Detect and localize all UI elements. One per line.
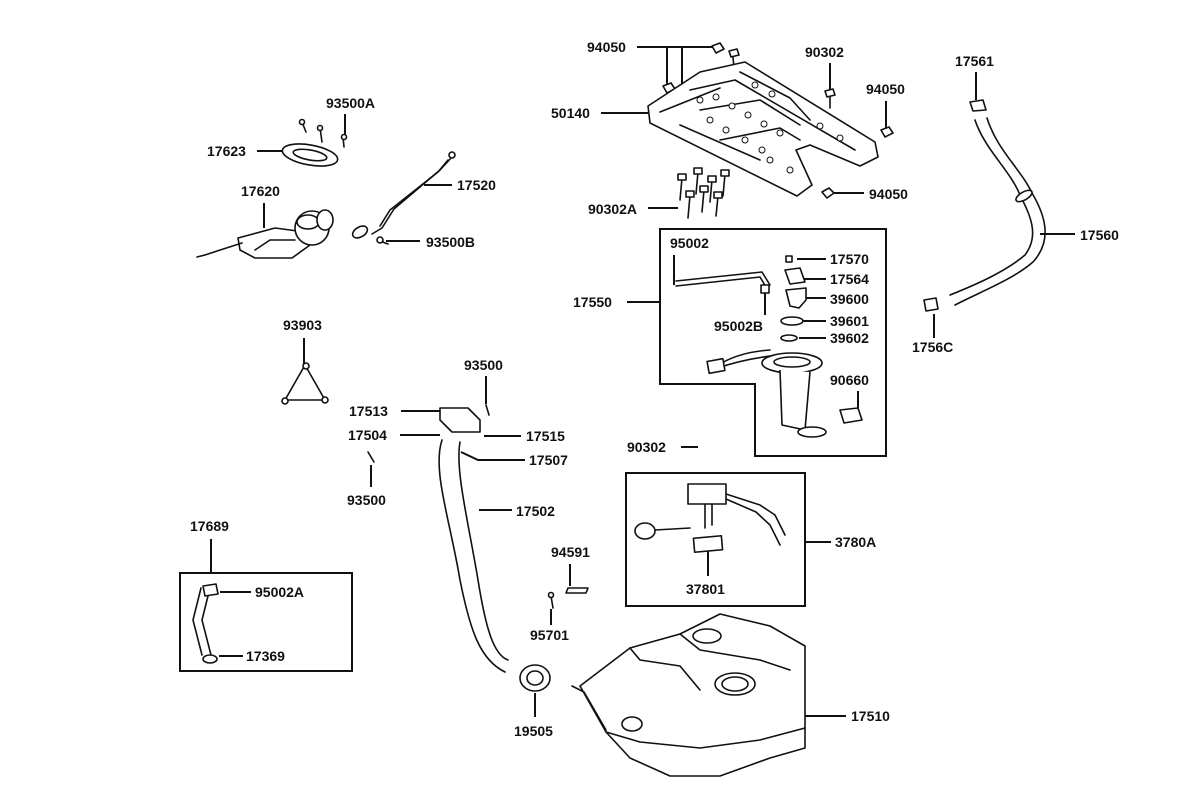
clamp-95002B	[760, 284, 770, 294]
label-95002B: 95002B	[714, 318, 763, 334]
label-17513: 17513	[349, 403, 388, 419]
cable-17520	[351, 151, 456, 239]
bolt-90302-top	[824, 88, 836, 109]
label-90302-top: 90302	[805, 44, 844, 60]
label-37801: 37801	[686, 581, 725, 597]
label-93500B: 93500B	[426, 234, 475, 250]
label-95002A: 95002A	[255, 584, 304, 600]
label-1756C: 1756C	[912, 339, 953, 355]
fuel-level-sensor-frame-3780A	[625, 472, 806, 607]
label-17369: 17369	[246, 648, 285, 664]
label-17689: 17689	[190, 518, 229, 534]
breather-hose-17560	[949, 117, 1046, 306]
label-94050-lower: 94050	[869, 186, 908, 202]
label-17502: 17502	[516, 503, 555, 519]
label-90302-mid: 90302	[627, 439, 666, 455]
fuel-level-sensor	[634, 483, 786, 553]
label-17623: 17623	[207, 143, 246, 159]
label-17520: 17520	[457, 177, 496, 193]
label-93500A: 93500A	[326, 95, 375, 111]
leader-lines	[210, 46, 1075, 717]
label-17560: 17560	[1080, 227, 1119, 243]
label-94050-top: 94050	[587, 39, 626, 55]
fuel-pump-body	[706, 349, 827, 438]
label-90660: 90660	[830, 372, 869, 388]
label-17550: 17550	[573, 294, 612, 310]
label-19505: 19505	[514, 723, 553, 739]
clamp-1756C	[923, 297, 939, 312]
label-39601: 39601	[830, 313, 869, 329]
label-17561: 17561	[955, 53, 994, 69]
label-95002: 95002	[670, 235, 709, 251]
breather-hose-17689-parts	[192, 583, 219, 664]
nut-94050-lower	[821, 187, 835, 199]
label-17570: 17570	[830, 251, 869, 267]
bracket-93903	[281, 362, 329, 405]
filler-cap-assembly-17620	[196, 209, 334, 259]
plate-94591	[565, 587, 589, 594]
screw-93500-lower	[367, 451, 375, 463]
label-93500-lower: 93500	[347, 492, 386, 508]
tank-bracket-50140	[647, 61, 879, 197]
filler-ring-17623	[281, 143, 339, 167]
fuel-pump-assembly-frame-17550	[659, 228, 887, 457]
part-labels: 94050 90302 94050 17561 93500A 50140 176…	[190, 39, 1119, 739]
leader-17507	[460, 451, 525, 461]
fuel-pump-small-parts	[780, 255, 807, 342]
label-17564: 17564	[830, 271, 869, 287]
leader-94050-top-branches	[666, 47, 683, 84]
nut-94050-right	[880, 126, 894, 138]
label-17515: 17515	[526, 428, 565, 444]
filler-neck-top-17513	[439, 407, 481, 433]
label-39602: 39602	[830, 330, 869, 346]
hose-95002	[675, 271, 771, 288]
clamp-17561	[969, 99, 987, 112]
label-90302A: 90302A	[588, 201, 637, 217]
label-3780A: 3780A	[835, 534, 876, 550]
label-94050-right: 94050	[866, 81, 905, 97]
screw-95701	[547, 591, 555, 609]
filler-hose-17502	[438, 439, 509, 673]
label-39600: 39600	[830, 291, 869, 307]
label-17510: 17510	[851, 708, 890, 724]
label-93500-upper: 93500	[464, 357, 503, 373]
screw-93500-upper	[485, 404, 490, 416]
clip-90660	[839, 407, 863, 424]
screws-93500A	[298, 118, 348, 148]
label-94591: 94591	[551, 544, 590, 560]
screw-93500B	[376, 236, 389, 245]
label-50140: 50140	[551, 105, 590, 121]
bolt-set-90302A	[677, 167, 730, 219]
label-93903: 93903	[283, 317, 322, 333]
label-17507: 17507	[529, 452, 568, 468]
label-17620: 17620	[241, 183, 280, 199]
hose-clamp-19505	[519, 664, 551, 692]
breather-hose-frame-17689	[179, 572, 353, 672]
label-17504: 17504	[348, 427, 387, 443]
label-95701: 95701	[530, 627, 569, 643]
fuel-tank-17510	[571, 613, 806, 777]
